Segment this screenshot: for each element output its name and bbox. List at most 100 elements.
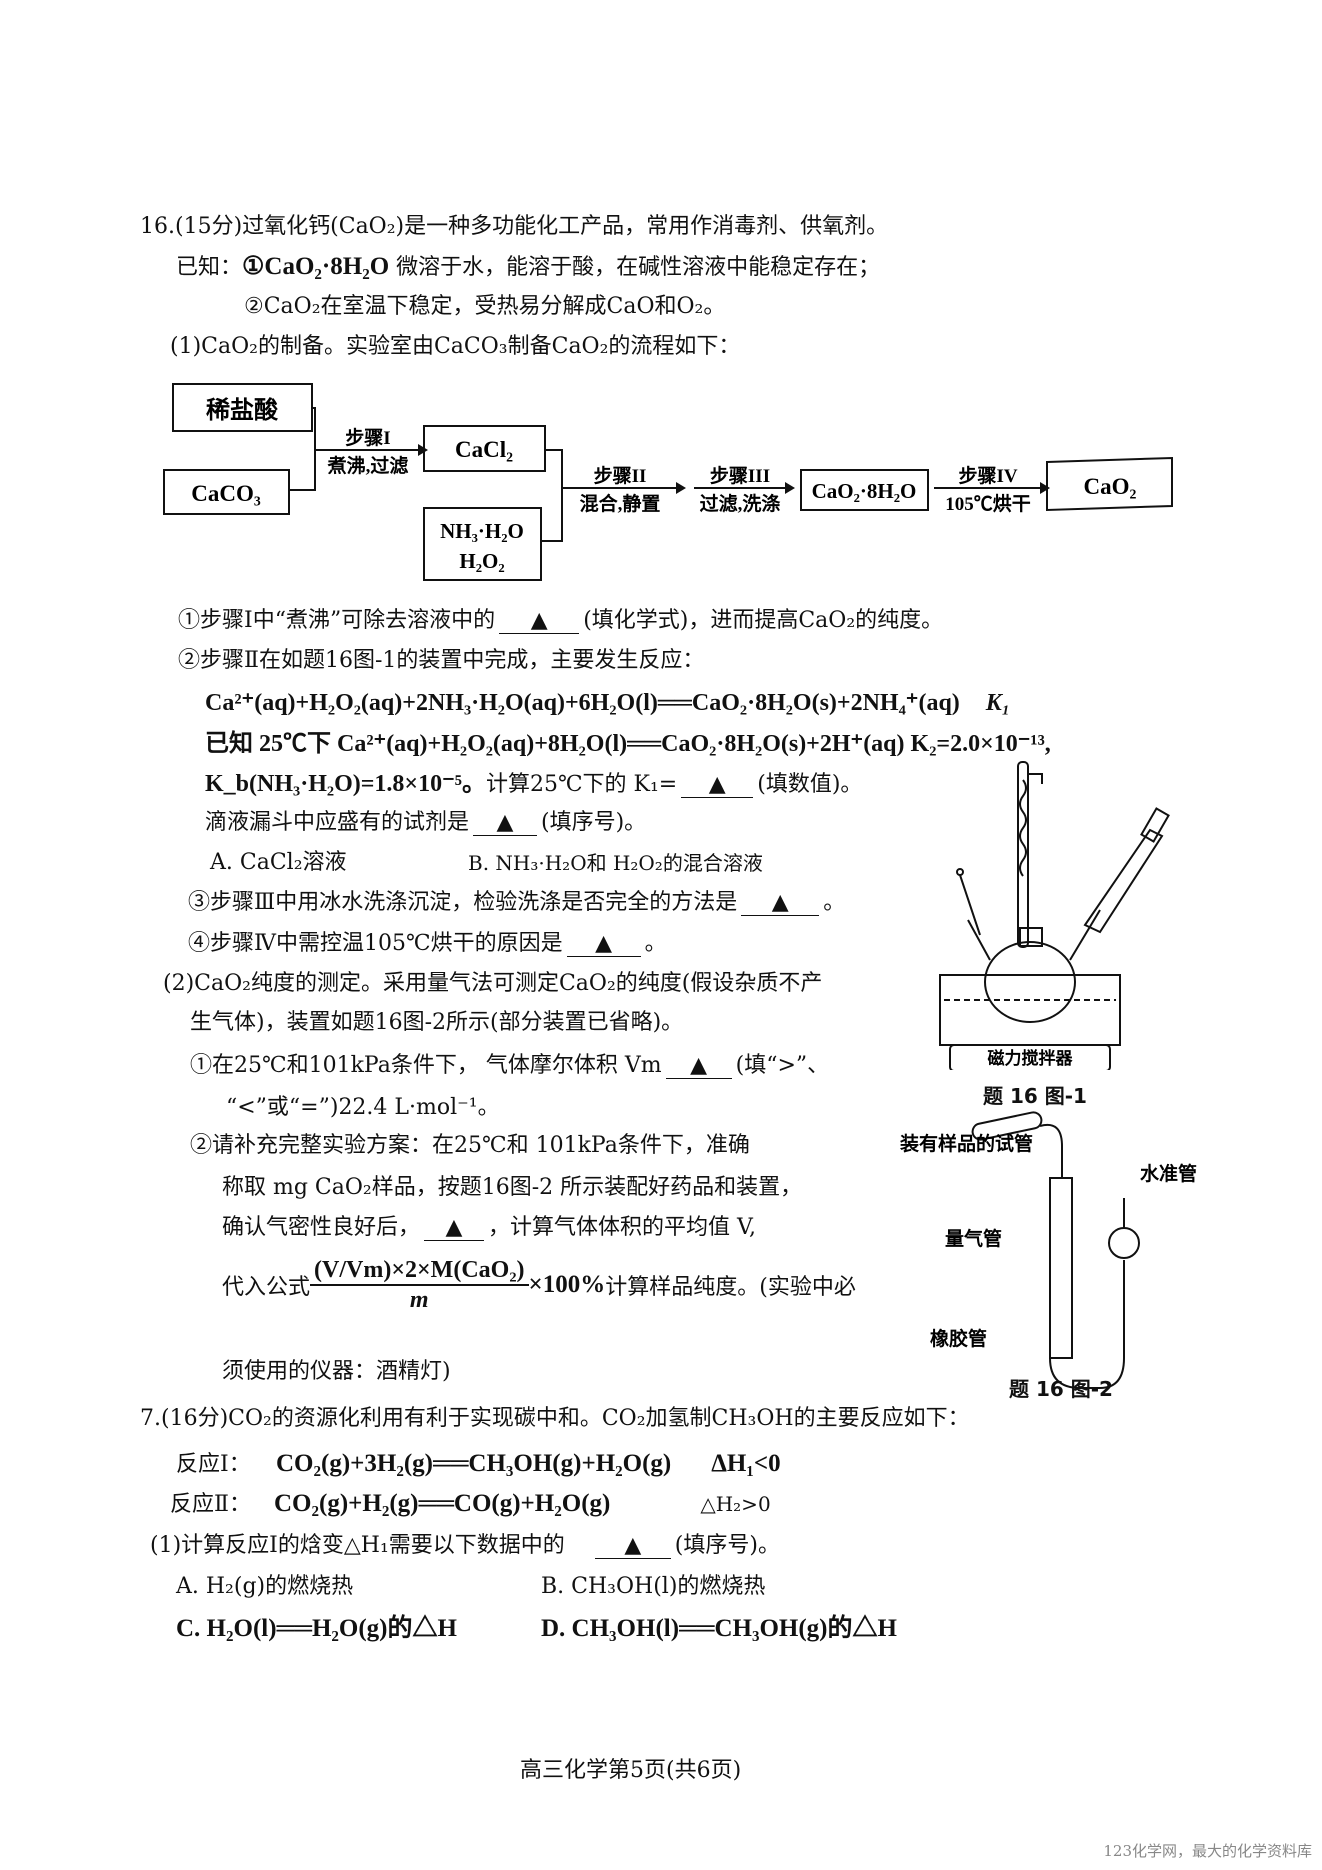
known1-text: 微溶于水，能溶于酸，在碱性溶液中能稳定存在； <box>389 255 881 280</box>
figure-16-2-apparatus: 装有样品的试管 量气管 水准管 橡胶管 <box>899 1111 1197 1389</box>
sample-tube-label: 装有样品的试管 <box>899 1132 1033 1155</box>
s1-text: ①步骤I中“煮沸”可除去溶液中的 <box>178 608 496 633</box>
answer-blank[interactable]: ▲ <box>594 1534 671 1559</box>
p2s2-c-tail: ，计算气体体积的平均值 V, <box>488 1215 757 1240</box>
flow-hcl: 稀盐酸 <box>206 396 279 424</box>
level-tube-label: 水准管 <box>1140 1162 1197 1185</box>
eq1-k: K₁ <box>985 690 1011 716</box>
q16-part2-b: 生气体)，装置如题16图-2所示(部分装置已省略)。 <box>190 1010 684 1035</box>
kb-tail2: (填数值)。 <box>757 772 863 797</box>
p2s1: ①在25℃和101kPa条件下， 气体摩尔体积 Vm▲(填“>”、 <box>190 1051 829 1081</box>
known-label: 已知： <box>176 255 243 280</box>
flow-step3: 步骤III <box>710 465 770 487</box>
s1-tail: (填化学式)，进而提高CaO₂的纯度。 <box>583 608 944 633</box>
q17-title: 7.(16分)CO₂的资源化利用有利于实现碳中和。CO₂加氢制CH₃OH的主要反… <box>140 1406 970 1431</box>
purity-formula: (V/Vm)×2×M(CaO₂)m <box>310 1256 529 1314</box>
known1-formula: ①CaO₂·8H₂O <box>242 253 390 280</box>
formula-denominator: m <box>409 1287 429 1313</box>
flow-h2o2: H₂O₂ <box>459 549 504 573</box>
arrow-icon <box>418 444 428 456</box>
q17-option-c: C. H₂O(l)══H₂O(g)的△H <box>176 1615 457 1642</box>
formula-tail: 计算样品纯度。(实验中必 <box>605 1275 856 1300</box>
answer-blank[interactable]: ▲ <box>424 1216 485 1241</box>
page-footer: 高三化学第5页(共6页) <box>520 1758 742 1783</box>
q16-s3: ③步骤Ⅲ中用冰水洗涤沉淀，检验洗涤是否完全的方法是▲。 <box>188 888 845 918</box>
p2s2-a: ②请补充完整实验方案：在25℃和 101kPa条件下，准确 <box>190 1133 750 1158</box>
reaction-2: 反应Ⅱ：CO₂(g)+H₂(g)══CO(g)+H₂O(g)△H₂>0 <box>170 1489 771 1520</box>
flow-step1: 步骤I <box>345 427 390 449</box>
r1-label: 反应I： <box>176 1452 251 1477</box>
p2s1-tail: (填“>”、 <box>735 1053 830 1078</box>
flow-step2-op: 混合,静置 <box>580 492 661 515</box>
q16-part1-intro: (1)CaO₂的制备。实验室由CaCO₃制备CaO₂的流程如下： <box>170 334 741 359</box>
s3-text: ③步骤Ⅲ中用冰水洗涤沉淀，检验洗涤是否完全的方法是 <box>188 890 738 915</box>
flow-product: CaO₂ <box>1084 474 1137 499</box>
flow-nh3: NH₃·H₂O <box>440 519 524 543</box>
p2s2-b: 称取 mg CaO₂样品，按题16图-2 所示装配好药品和装置， <box>222 1175 803 1200</box>
box-nh3-h2o2 <box>423 507 542 581</box>
q17-p1-text: (1)计算反应Ⅰ的焓变△H₁需要以下数据中的 <box>150 1533 565 1558</box>
answer-blank[interactable]: ▲ <box>566 932 641 957</box>
p2s1-text: ①在25℃和101kPa条件下， 气体摩尔体积 Vm <box>190 1053 662 1078</box>
formula-prefix: 代入公式 <box>222 1275 311 1300</box>
q17-option-a: A. H₂(g)的燃烧热 <box>176 1574 354 1599</box>
formula-suffix: ×100% <box>528 1271 606 1298</box>
reaction-1: 反应I： CO₂(g)+3H₂(g)══CH₃OH(g)+H₂O(g) ΔH₁<0 <box>176 1449 781 1480</box>
flow-step2: 步骤II <box>594 465 647 487</box>
option-a: A. CaCl₂溶液 <box>210 850 347 875</box>
option-b: B. NH₃·H₂O和 H₂O₂的混合溶液 <box>468 851 763 875</box>
q17-option-d: D. CH₃OH(l)══CH₃OH(g)的△H <box>541 1615 897 1642</box>
q17-option-b: B. CH₃OH(l)的燃烧热 <box>541 1574 766 1599</box>
flow-step3-op: 过滤,洗涤 <box>700 492 781 515</box>
r2-dh: △H₂>0 <box>700 1492 771 1516</box>
p2s2-c-text: 确认气密性良好后， <box>222 1215 421 1240</box>
funnel-tail: (填序号)。 <box>541 810 647 835</box>
kb-tail: 计算25℃下的 K₁= <box>485 772 678 797</box>
watermark: 123化学网，最大的化学资料库 <box>1103 1842 1312 1860</box>
p2s2-e: 须使用的仪器：酒精灯) <box>222 1359 451 1384</box>
flow-step4: 步骤IV <box>958 465 1017 487</box>
s4-text: ④步骤Ⅳ中需控温105℃烘干的原因是 <box>188 931 563 956</box>
arrow-icon <box>1040 482 1050 494</box>
box-product <box>1046 456 1173 512</box>
figure-16-1-apparatus: 磁力搅拌器 <box>939 761 1170 1070</box>
p2s1-c: “<”或“=”)22.4 L·mol⁻¹。 <box>226 1095 500 1120</box>
box-hydrate <box>800 469 929 511</box>
box-caco3 <box>163 469 290 515</box>
q16-s4: ④步骤Ⅳ中需控温105℃烘干的原因是▲。 <box>188 929 667 959</box>
flow-cacl2: CaCl₂ <box>455 437 513 462</box>
flow-step4-op: 105℃烘干 <box>945 493 1031 515</box>
r1-equation: CO₂(g)+3H₂(g)══CH₃OH(g)+H₂O(g) <box>276 1450 672 1477</box>
answer-blank[interactable]: ▲ <box>499 609 580 634</box>
eq1-text: Ca²⁺(aq)+H₂O₂(aq)+2NH₃·H₂O(aq)+6H₂O(l)══… <box>205 690 960 716</box>
flow-hydrate: CaO₂·8H₂O <box>812 479 917 503</box>
figure-16-2-caption: 题 16 图-2 <box>1009 1377 1113 1401</box>
q17-p1: (1)计算反应Ⅰ的焓变△H₁需要以下数据中的▲(填序号)。 <box>150 1531 780 1561</box>
answer-blank[interactable]: ▲ <box>741 891 820 916</box>
q16-title: 16.(15分)过氧化钙(CaO₂)是一种多功能化工产品，常用作消毒剂、供氧剂。 <box>140 214 889 239</box>
p2s2-c: 确认气密性良好后，▲，计算气体体积的平均值 V, <box>222 1213 756 1243</box>
q16-known-1: 已知：①CaO₂·8H₂O 微溶于水，能溶于酸，在碱性溶液中能稳定存在； <box>176 252 880 283</box>
flowchart: 稀盐酸 CaCO₃ 步骤I 煮沸,过滤 CaCl₂ NH₃·H₂O H₂O₂ 步… <box>163 383 1173 581</box>
s3-tail: 。 <box>823 890 846 915</box>
q16-s1: ①步骤I中“煮沸”可除去溶液中的▲(填化学式)，进而提高CaO₂的纯度。 <box>178 606 943 636</box>
answer-blank[interactable]: ▲ <box>665 1054 732 1079</box>
burette-label: 量气管 <box>945 1227 1002 1250</box>
formula-numerator: (V/Vm)×2×M(CaO₂) <box>310 1256 529 1286</box>
eq2: 已知 25℃下 Ca²⁺(aq)+H₂O₂(aq)+8H₂O(l)══CaO₂·… <box>205 731 1051 757</box>
flow-caco3: CaCO₃ <box>191 481 261 506</box>
funnel-line: 滴液漏斗中应盛有的试剂是▲(填序号)。 <box>205 808 646 838</box>
eq1: Ca²⁺(aq)+H₂O₂(aq)+2NH₃·H₂O(aq)+6H₂O(l)══… <box>205 688 1010 718</box>
formula-line: 代入公式(V/Vm)×2×M(CaO₂)m×100%计算样品纯度。(实验中必 <box>222 1256 856 1314</box>
r1-dh: ΔH₁<0 <box>711 1450 781 1477</box>
arrow-icon <box>785 482 795 494</box>
answer-blank[interactable]: ▲ <box>681 773 754 798</box>
q16-part2-a: (2)CaO₂纯度的测定。采用量气法可测定CaO₂的纯度(假设杂质不产 <box>163 971 823 996</box>
rubber-tube-label: 橡胶管 <box>930 1327 987 1350</box>
answer-blank[interactable]: ▲ <box>473 811 538 836</box>
kb-text: K_b(NH₃·H₂O)=1.8×10⁻⁵。 <box>205 771 486 797</box>
flow-step1-op: 煮沸,过滤 <box>327 454 409 477</box>
funnel-text: 滴液漏斗中应盛有的试剂是 <box>205 810 470 835</box>
kb-line: K_b(NH₃·H₂O)=1.8×10⁻⁵。计算25℃下的 K₁=▲(填数值)。 <box>205 769 862 800</box>
r2-label: 反应Ⅱ： <box>170 1492 251 1517</box>
